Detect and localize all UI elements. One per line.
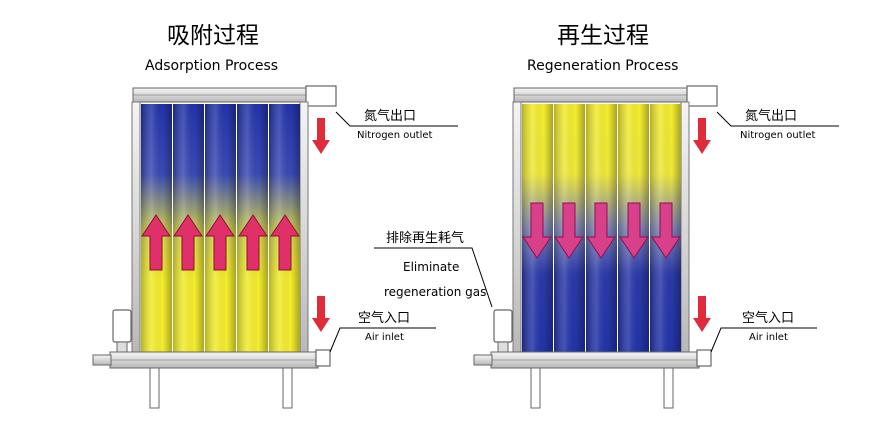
flow-arrow-up-3 [205,214,235,271]
leg-right-2 [663,367,674,409]
leader-line-exhaust [374,247,493,308]
leader-line-nitrogen-left [335,111,458,127]
air-inlet-port-left [315,349,331,367]
flow-arrow-down-3 [586,202,616,259]
nitrogen-outlet-port-left [305,85,337,107]
air-inlet-arrow-right [693,296,711,332]
left-frame-reg [512,101,522,355]
upward-flow-arrows [141,214,300,271]
nitrogen-outlet-label-cn-right: 氮气出口 [745,109,798,124]
leader-line-nitrogen-right [716,111,839,127]
flow-arrow-down-2 [554,202,584,259]
exhaust-label-en-1: Eliminate [403,260,460,274]
nitrogen-outlet-label-en-right: Nitrogen outlet [740,130,816,141]
regeneration-title-cn: 再生过程 [557,23,649,49]
air-inlet-label-en-right: Air inlet [749,332,788,343]
adsorption-title-cn: 吸附过程 [167,23,259,49]
leg-left-2 [282,367,293,409]
right-frame-reg [680,101,690,355]
valve-left [112,309,132,343]
air-inlet-label-en-left: Air inlet [365,332,404,343]
leg-left-1 [149,367,160,409]
flow-arrow-down-5 [651,202,681,259]
leg-right-1 [530,367,541,409]
adsorption-title-en: Adsorption Process [145,58,279,74]
flow-arrow-up-4 [238,214,268,271]
air-inlet-label-cn-left: 空气入口 [358,311,411,326]
downward-flow-arrows [522,202,681,259]
nitrogen-outlet-arrow-left [312,118,330,154]
exhaust-label-en-2: regeneration gas [384,285,487,299]
leader-line-air-left [329,327,436,353]
nitrogen-outlet-label-en-left: Nitrogen outlet [357,130,433,141]
regeneration-unit [473,85,839,409]
flow-arrow-down-1 [522,202,552,259]
nitrogen-outlet-port-right [686,85,718,107]
flow-arrow-down-4 [619,202,649,259]
exhaust-label-cn: 排除再生耗气 [386,231,465,246]
air-inlet-arrow-left [312,296,330,332]
left-frame-ads [131,101,141,355]
air-inlet-port-right [696,349,712,367]
flow-arrow-up-2 [173,214,203,271]
air-inlet-label-cn-right: 空气入口 [742,311,795,326]
nitrogen-outlet-arrow-right [693,118,711,154]
regeneration-title-en: Regeneration Process [527,58,679,74]
flow-arrow-up-1 [141,214,171,271]
nitrogen-outlet-label-cn-left: 氮气出口 [364,109,417,124]
right-frame-ads [299,101,309,355]
valve-right [493,309,513,343]
adsorption-unit [92,85,458,409]
flow-arrow-up-5 [270,214,300,271]
leader-line-air-right [710,327,817,353]
